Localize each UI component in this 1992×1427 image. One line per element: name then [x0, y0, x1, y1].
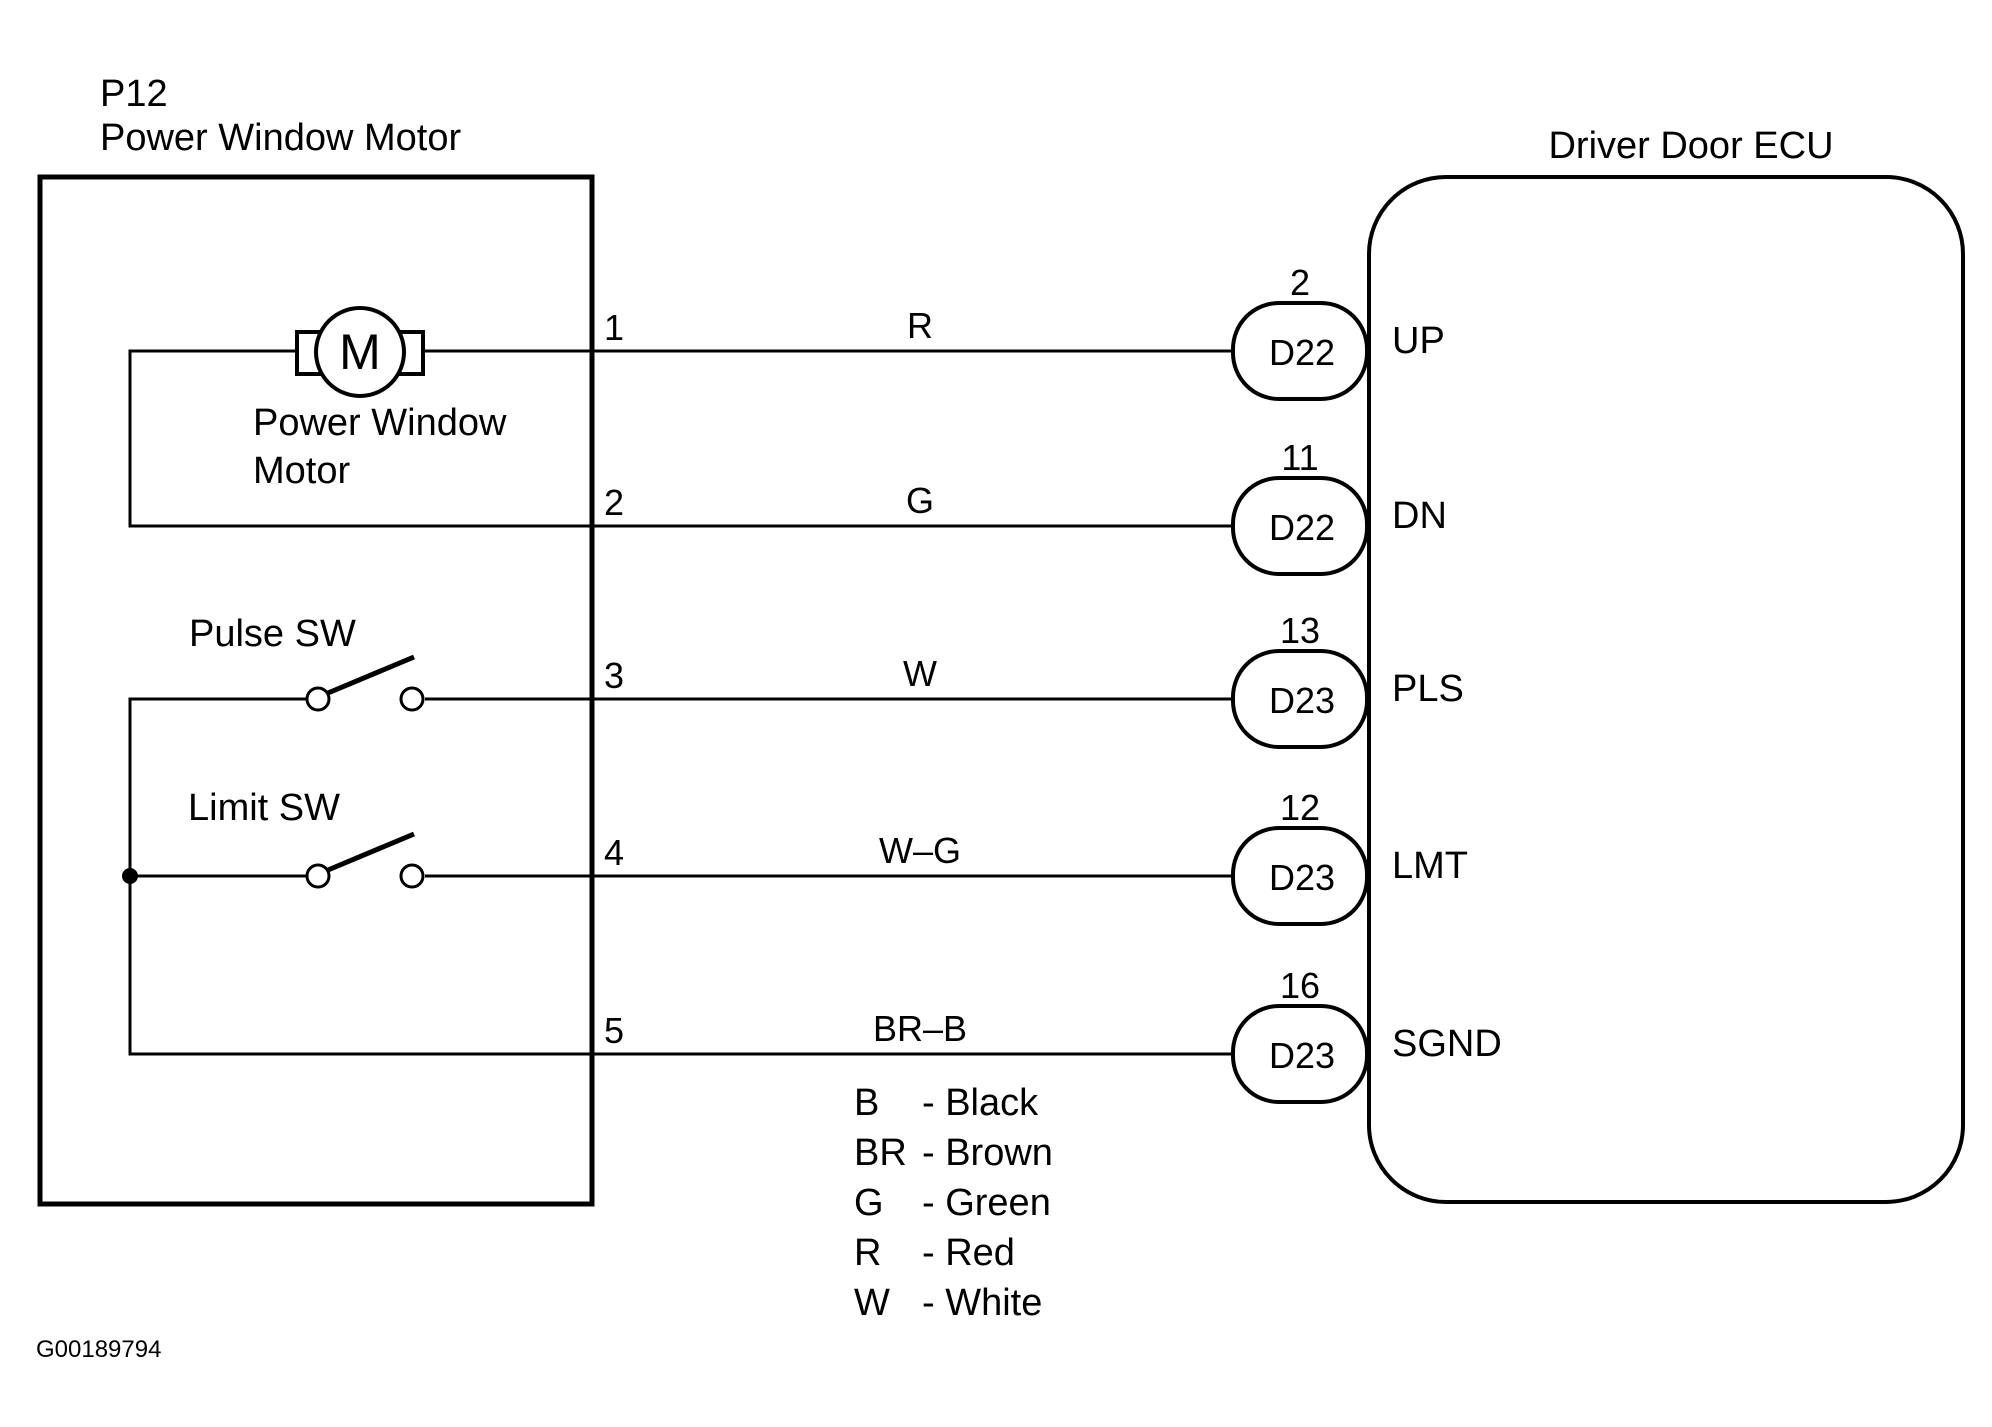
wire-color-code: R: [907, 305, 933, 346]
legend-color-name: - Red: [922, 1232, 1015, 1274]
ecu-connector-icon: [1231, 826, 1369, 926]
legend-color-name: - White: [922, 1282, 1042, 1324]
ecu-connector-icon: [1231, 476, 1369, 576]
junction-dot-icon: [122, 868, 138, 884]
legend-code: R: [854, 1232, 881, 1274]
legend-color-name: - Brown: [922, 1132, 1053, 1174]
ecu-title: Driver Door ECU: [1548, 125, 1833, 167]
ecu-terminal-name: DN: [1392, 495, 1447, 537]
ecu-connector-id: D22: [1269, 507, 1335, 548]
legend-color-name: - Green: [922, 1182, 1051, 1224]
legend-entry: W - White: [854, 1282, 1042, 1324]
ecu-connector-id: D23: [1269, 680, 1335, 721]
ecu-connector-icon: [1231, 1004, 1369, 1104]
wire-color-code: W: [903, 653, 937, 694]
legend-entry: B - Black: [854, 1082, 1039, 1124]
ecu-pin-number: 16: [1280, 965, 1320, 1006]
motor-pin-number: 1: [604, 307, 624, 348]
legend-code: B: [854, 1082, 879, 1124]
motor-pin-number: 5: [604, 1010, 624, 1051]
ecu-connector-id: D23: [1269, 1035, 1335, 1076]
ecu-terminal-name: SGND: [1392, 1023, 1502, 1065]
motor-component-title: Power Window Motor: [100, 117, 461, 159]
ecu-terminal-name: LMT: [1392, 845, 1468, 887]
pulse-switch-icon: [305, 654, 425, 712]
motor-label-line1: Power Window: [253, 402, 507, 444]
motor-icon: M: [295, 306, 425, 398]
motor-pin-number: 4: [604, 832, 624, 873]
figure-id: G00189794: [36, 1336, 161, 1363]
ecu-pin-number: 2: [1290, 262, 1310, 303]
limit-switch-label: Limit SW: [188, 787, 340, 829]
ecu-terminal-name: PLS: [1392, 668, 1464, 710]
wire-row: 1 R D22 2UP: [592, 262, 1445, 401]
ecu-pin-number: 11: [1281, 437, 1318, 478]
wire-color-code: BR–B: [873, 1008, 967, 1049]
motor-loop: [128, 349, 592, 528]
ecu-pin-number: 12: [1280, 787, 1320, 828]
limit-switch-icon: [305, 831, 425, 889]
motor-connector-id: P12: [100, 73, 168, 115]
legend-color-name: - Black: [922, 1082, 1039, 1124]
switch-circuit: [128, 697, 592, 1056]
wire-color-code: G: [906, 480, 934, 521]
motor-symbol-letter: M: [339, 324, 381, 380]
ecu-connector-icon: [1231, 649, 1369, 749]
legend-entry: BR - Brown: [854, 1132, 1053, 1174]
ecu-box: [1367, 175, 1965, 1204]
motor-pin-number: 3: [604, 655, 624, 696]
ecu-connector-icon: [1231, 301, 1369, 401]
legend-code: G: [854, 1182, 884, 1224]
ecu-connector-id: D23: [1269, 857, 1335, 898]
ecu-connector-id: D22: [1269, 332, 1335, 373]
legend-code: BR: [854, 1132, 907, 1174]
motor-label-line2: Motor: [253, 450, 350, 492]
ecu-terminal-name: UP: [1392, 320, 1445, 362]
wire-color-code: W–G: [879, 830, 961, 871]
pulse-switch-label: Pulse SW: [189, 613, 356, 655]
legend-code: W: [854, 1282, 890, 1324]
ecu-pin-number: 13: [1280, 610, 1320, 651]
legend-entry: R - Red: [854, 1232, 1015, 1274]
legend-entry: G - Green: [854, 1182, 1051, 1224]
motor-component-box: [37, 174, 595, 1207]
motor-pin-number: 2: [604, 482, 624, 523]
